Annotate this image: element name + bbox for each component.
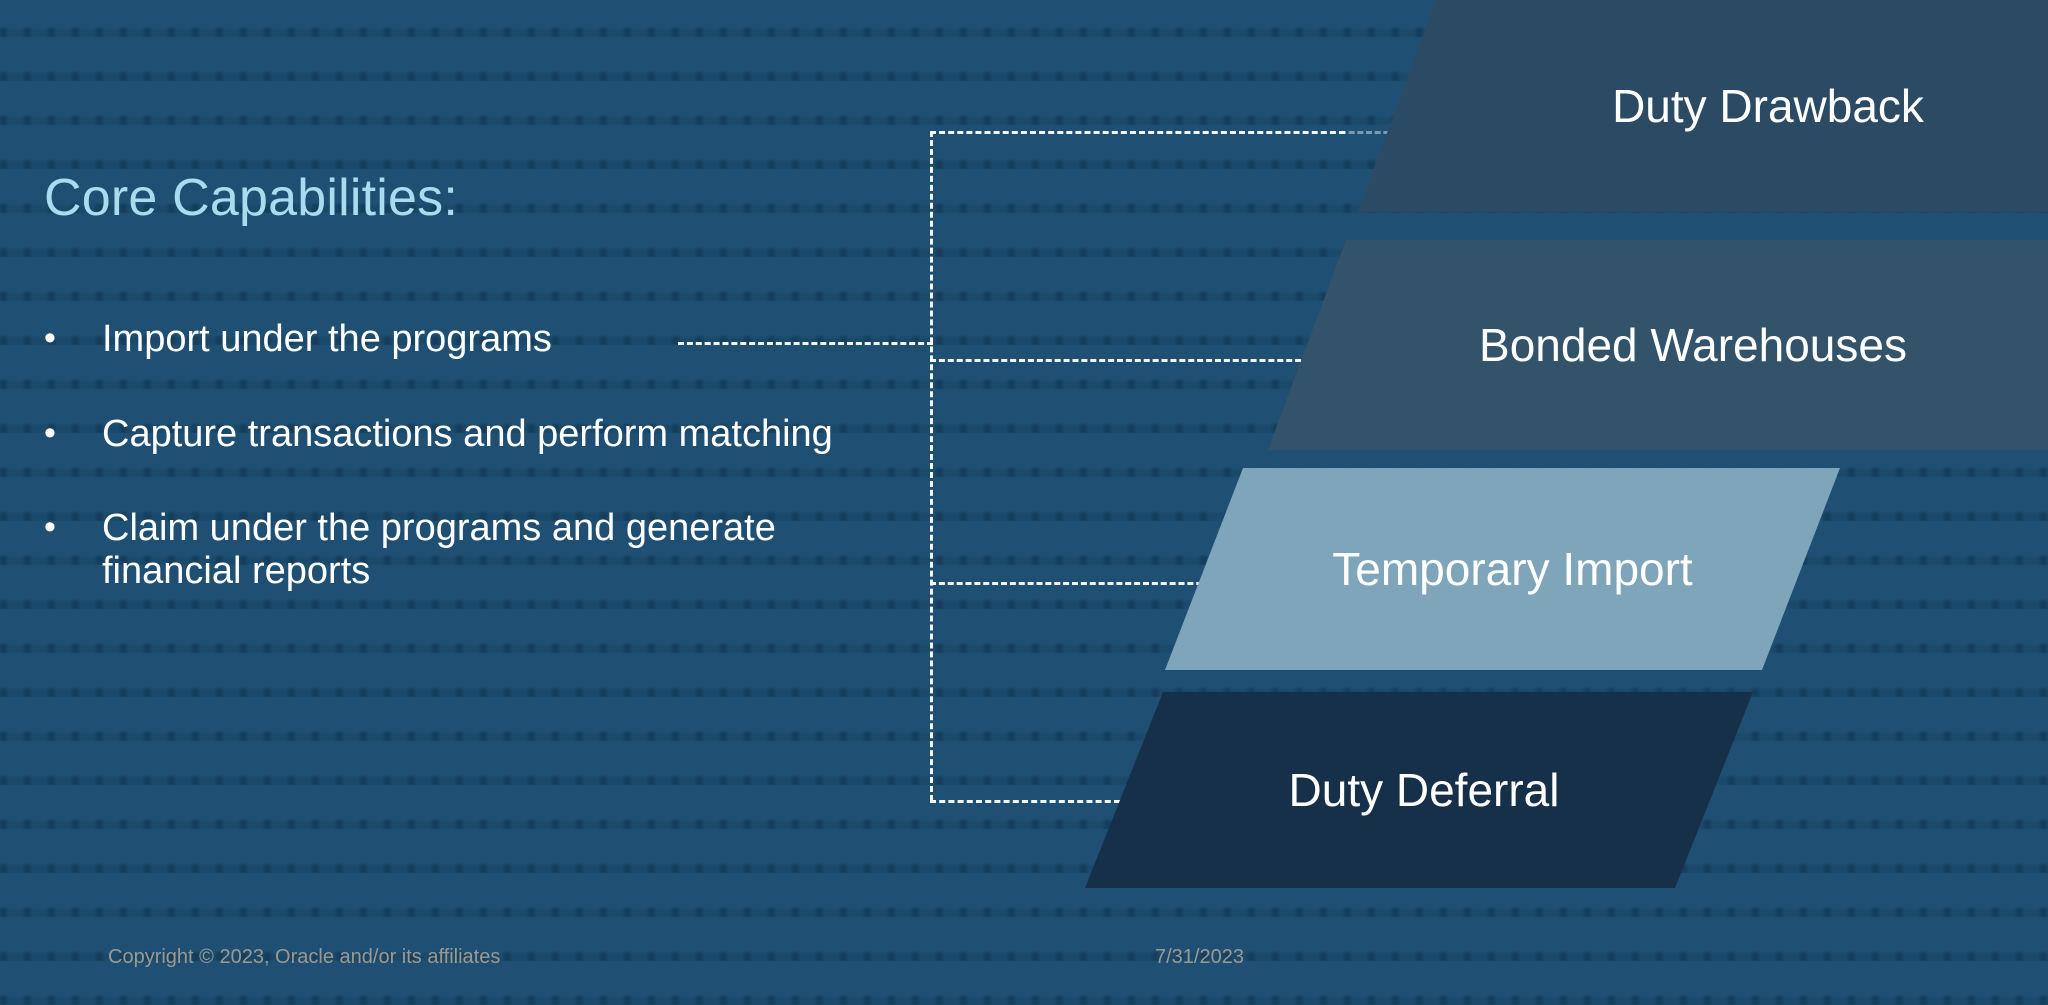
band-bonded-warehouses-shape: [1268, 240, 2048, 450]
connector-vertical-spine: [930, 131, 933, 801]
connector-spine-to-duty-drawback: [930, 131, 1345, 134]
band-duty-deferral-label: Duty Deferral: [1288, 764, 1560, 816]
band-duty-deferral-shape: [1085, 692, 1753, 888]
band-bonded-warehouses-label: Bonded Warehouses: [1479, 319, 1907, 371]
list-item-label: Claim under the programs and generate fi…: [102, 507, 776, 592]
capabilities-bullet-list: • Import under the programs • Capture tr…: [44, 318, 904, 644]
list-item-label: Capture transactions and perform matchin…: [102, 412, 833, 455]
band-duty-drawback[interactable]: Duty Drawback: [1358, 0, 2048, 212]
list-item: • Capture transactions and perform match…: [44, 413, 904, 456]
connector-bullet-to-spine: [678, 342, 933, 345]
list-item: • Claim under the programs and generate …: [44, 507, 904, 592]
band-duty-drawback-shape: [1358, 0, 2048, 212]
band-temporary-import-shape: [1165, 468, 1840, 670]
list-item: • Import under the programs: [44, 318, 904, 361]
band-temporary-import-label: Temporary Import: [1332, 543, 1693, 595]
page-title: Core Capabilities:: [44, 169, 459, 227]
bullet-marker-icon: •: [44, 319, 56, 357]
list-item-label: Import under the programs: [102, 318, 552, 360]
bullet-marker-icon: •: [44, 413, 56, 452]
connector-spine-to-duty-deferral: [930, 800, 1120, 803]
band-temporary-import[interactable]: Temporary Import: [1165, 468, 1840, 670]
band-duty-drawback-label: Duty Drawback: [1612, 80, 1924, 132]
band-duty-deferral[interactable]: Duty Deferral: [1085, 692, 1753, 888]
footer-date: 7/31/2023: [1155, 946, 1244, 968]
bullet-marker-icon: •: [44, 508, 56, 547]
band-bonded-warehouses[interactable]: Bonded Warehouses: [1268, 240, 2048, 450]
connector-spine-to-temporary-import: [930, 582, 1220, 585]
connector-spine-to-bonded-warehouses: [930, 359, 1310, 362]
footer-copyright: Copyright © 2023, Oracle and/or its affi…: [108, 946, 501, 968]
